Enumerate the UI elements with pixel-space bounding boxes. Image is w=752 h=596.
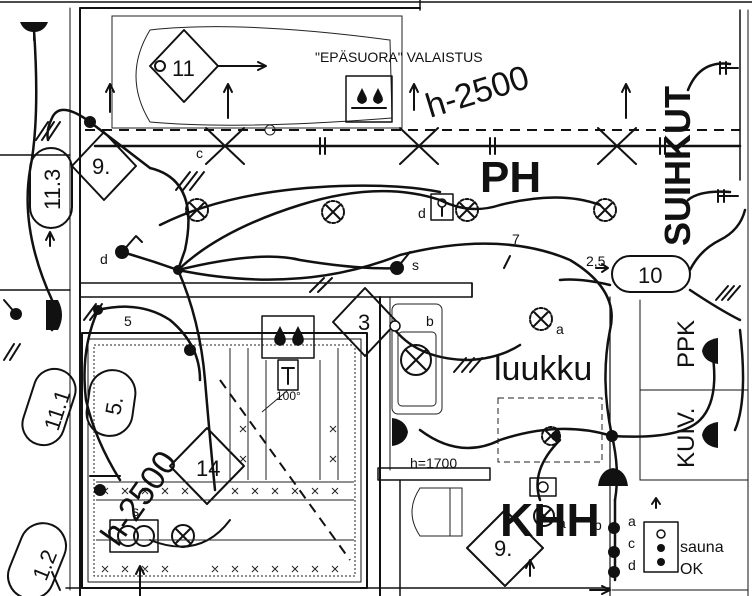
indirect-light-box-icon: [345, 75, 393, 123]
switch-letter-d-top: d: [418, 205, 426, 221]
fixture-7-label: 7: [512, 231, 520, 247]
height-1700-label: h=1700: [410, 455, 457, 471]
switch-letter-b-luukku: b: [426, 313, 434, 329]
sauna-ok-label-2: OK: [680, 561, 703, 578]
lamp-4-icon: [593, 198, 617, 222]
switch-letter-b-bottom: b: [594, 517, 602, 533]
wall-light-luukku-icon: [392, 418, 408, 446]
room-ph-label: PH: [480, 153, 541, 202]
switch-letter-a-right: a: [628, 513, 636, 529]
lamp-1-icon: [185, 198, 209, 222]
fixture-9-left-label: 9.: [92, 154, 110, 179]
oval-10-icon: [611, 255, 691, 293]
fixture-1-2-label: 1.2: [27, 546, 62, 584]
lamp-3-icon: [455, 198, 479, 222]
lamp-2-icon: [321, 200, 345, 224]
diamond-11-icon: [149, 29, 267, 103]
oval-11-3-icon: [29, 147, 73, 229]
indirect-lighting-label: "EPÄSUORA" VALAISTUS: [315, 49, 483, 65]
diamond-14-icon: [169, 427, 245, 505]
outlet-khh-icon: [529, 477, 557, 497]
ceiling-height-top-label: h-2500: [421, 58, 533, 125]
lamp-5-icon: [529, 307, 553, 331]
switch-letter-c-right: c: [628, 535, 635, 551]
wall-light-left-icon: [46, 300, 62, 330]
switch-letter-s-mid: s: [412, 257, 419, 273]
fixture-9-bottom-label: 9.: [494, 536, 512, 561]
outlet-d-top-icon: [430, 193, 454, 221]
switch-letter-a-bottom: a: [558, 515, 566, 531]
switch-letter-d-left: d: [100, 251, 108, 267]
diamond-9-left-icon: [71, 131, 137, 201]
sauna-ok-switch-icon: [643, 521, 679, 573]
ceiling-light-top-left-icon: [20, 22, 48, 41]
fixture-10-label: 10: [638, 263, 662, 288]
outlet-s-sauna-icon: [109, 519, 159, 553]
fixture-14-label: 14: [196, 456, 220, 481]
fixture-11-top-label: 11: [172, 56, 195, 81]
wire-ticks: [3, 121, 741, 373]
fixture-11-3-label: 11.3: [40, 169, 65, 210]
switch-letter-c-top: c: [196, 145, 203, 161]
lighting-track: [93, 137, 742, 155]
room-khh-label: KHH: [500, 494, 600, 546]
sauna-benches: [96, 348, 354, 561]
switch-letter-a-luukku: a: [556, 321, 564, 337]
room-ppk-label: PPK: [673, 320, 700, 368]
sauna-ok-label-1: sauna: [680, 539, 724, 556]
switch-letter-d-right: d: [628, 557, 636, 573]
fixture-3-label: 3: [358, 310, 370, 335]
heater-temp-label: 100°: [276, 389, 301, 403]
wall-light-kuiv-icon: [702, 422, 718, 448]
diamond-3-icon: [332, 287, 398, 357]
fixture-5-oval-label: 5.: [100, 394, 128, 416]
luukku-box-icon: [391, 303, 603, 463]
room-suihkut-label: SUIHKUT: [657, 86, 698, 246]
sauna-heater-icon: [261, 359, 299, 413]
diamond-9-bottom-icon: [466, 509, 544, 587]
oval-5-icon: [85, 369, 137, 437]
track-light-2-icon: [399, 127, 439, 165]
room-luukku-label: luukku: [494, 350, 592, 388]
arrows: [45, 61, 739, 596]
switch-levers: [3, 235, 411, 315]
fixture-2-5-label: 2,5: [586, 253, 606, 269]
switch-letter-s-sauna: s: [132, 503, 139, 519]
lamp-8-icon: [533, 505, 555, 527]
oval-1-2-icon: [7, 522, 67, 596]
lamp-7-icon: [171, 524, 195, 548]
toilet-icon: [411, 487, 463, 537]
track-light-3-icon: [597, 127, 637, 165]
wall-light-ppk-icon: [702, 338, 718, 364]
oval-11-1-icon: [21, 367, 77, 447]
track-light-1-icon: [205, 127, 245, 165]
sauna-light-box-icon: [261, 315, 315, 359]
wall-light-khh-icon: [598, 468, 628, 486]
room-kuiv-label: KUIV.: [673, 408, 700, 468]
fixture-5-small-label: 5: [124, 313, 132, 329]
